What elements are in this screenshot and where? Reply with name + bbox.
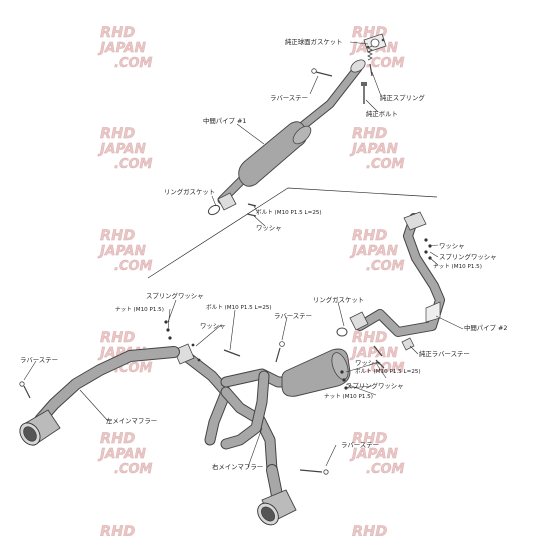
label-nut-center: ナット (M10 P1.5) <box>324 393 373 400</box>
flange <box>403 211 427 231</box>
label-mid-pipe-2: 中間パイプ #2 <box>464 323 507 332</box>
watermark-line3: .COM <box>114 56 153 71</box>
bolt <box>246 203 257 217</box>
watermark-line1: RHD <box>100 228 135 244</box>
watermark-line3: .COM <box>114 462 153 477</box>
rubber-stay <box>19 381 31 399</box>
bolt <box>223 349 241 357</box>
rubber-stay <box>311 68 333 77</box>
label-rubber-stay-left: ラバーステー <box>20 356 58 364</box>
label-spring-washer-left: スプリングワッシャ <box>146 291 204 300</box>
ring-gasket <box>336 327 348 337</box>
left-tail-tip <box>19 409 61 446</box>
center-section <box>164 320 385 476</box>
mid-pipe-1-muffler <box>238 121 312 187</box>
watermark-line3: .COM <box>366 361 405 376</box>
watermark-line3: .COM <box>366 462 405 477</box>
watermark-line2: JAPAN <box>349 345 399 361</box>
watermark: RHD JAPAN .COM <box>97 126 153 172</box>
watermark-line2: JAPAN <box>97 446 147 462</box>
label-bolt-mid: ボルト (M10 P1.5 L=25) <box>206 303 272 311</box>
watermark-line3: .COM <box>366 56 405 71</box>
label-rubber-stay-mid: ラバーステー <box>274 312 312 320</box>
watermark-line1: RHD <box>100 25 135 41</box>
oem-spring <box>367 45 373 77</box>
watermark: RHD JAPAN .COM <box>97 228 153 274</box>
label-nut-left: ナット (M10 P1.5) <box>115 306 164 313</box>
label-oem-rubber-stay: 純正ラバーステー <box>419 349 470 358</box>
rubber-stay <box>299 469 329 475</box>
label-mid-pipe-1: 中間パイプ #1 <box>203 116 246 125</box>
detail-callout-lines <box>147 187 438 279</box>
watermark-group: RHD JAPAN .COM RHD JAPAN .COM RHD JAPAN … <box>97 25 405 536</box>
label-right-main-muffler: 右メインマフラー <box>212 462 263 471</box>
label-washer-right: ワッシャ <box>439 242 465 250</box>
label-bolt-top: ボルト (M10 P1.5 L=25) <box>256 208 322 216</box>
watermark-line1: RHD <box>352 126 387 142</box>
label-rubber-stay-bottom: ラバーステー <box>341 441 379 449</box>
nut <box>340 370 348 390</box>
watermark-line3: .COM <box>114 157 153 172</box>
flange <box>217 192 237 211</box>
ring-gasket <box>207 204 221 216</box>
watermark-line1: RHD <box>352 431 387 447</box>
left-main-muffler <box>19 346 180 446</box>
label-bolt-center: ボルト (M10 P1.5 L=25) <box>355 367 421 375</box>
watermark-line3: .COM <box>366 259 405 274</box>
watermark-line2: JAPAN <box>349 243 399 259</box>
watermark-line1: RHD <box>352 330 387 346</box>
label-spring-washer-center: スプリングワッシャ <box>346 381 404 390</box>
watermark-line1: RHD <box>100 524 135 536</box>
watermark: RHD JAPAN .COM <box>349 431 405 477</box>
label-spring-washer-right: スプリングワッシャ <box>439 252 497 261</box>
rubber-stay <box>275 341 285 363</box>
watermark-line3: .COM <box>366 157 405 172</box>
watermark-line1: RHD <box>100 126 135 142</box>
label-oem-spring: 純正スプリング <box>380 93 425 102</box>
nut <box>424 238 432 260</box>
watermark: RHD JAPAN .COM <box>97 25 153 71</box>
flange <box>349 311 369 331</box>
label-left-main-muffler: 左メインマフラー <box>106 416 157 425</box>
watermark: RHD <box>100 524 136 536</box>
watermark-line3: .COM <box>114 259 153 274</box>
watermark: RHD JAPAN .COM <box>349 126 405 172</box>
watermark: RHD <box>352 524 388 536</box>
label-oem-flange-gasket: 純正球面ガスケット <box>285 37 343 46</box>
right-main-muffler <box>257 464 329 526</box>
labels: 純正球面ガスケット ラバーステー 純正スプリング 純正ボルト 中間パイプ #1 … <box>20 37 507 471</box>
bolt <box>373 345 385 369</box>
center-muffler <box>281 348 351 397</box>
watermark: RHD JAPAN .COM <box>349 330 405 376</box>
label-nut-right: ナット (M10 P1.5) <box>433 263 482 270</box>
oem-bolt <box>361 82 367 104</box>
watermark-line1: RHD <box>352 228 387 244</box>
label-washer-center: ワッシャ <box>355 359 381 367</box>
label-ring-gasket-top: リングガスケット <box>164 187 215 196</box>
watermark-line2: JAPAN <box>97 141 147 157</box>
watermark-line2: JAPAN <box>349 446 399 462</box>
leader-lines <box>23 41 464 468</box>
mid-pipe-1-assembly <box>207 33 387 217</box>
watermark-line1: RHD <box>100 330 135 346</box>
label-ring-gasket-mid: リングガスケット <box>313 295 364 304</box>
label-washer-mid: ワッシャ <box>200 322 226 330</box>
watermark-line2: JAPAN <box>97 243 147 259</box>
right-tail-tip <box>257 489 297 526</box>
watermark-line2: JAPAN <box>349 141 399 157</box>
watermark-line2: JAPAN <box>97 40 147 56</box>
label-oem-bolt: 純正ボルト <box>366 109 398 118</box>
watermark-line1: RHD <box>352 524 387 536</box>
label-washer-top: ワッシャ <box>256 224 282 232</box>
mid-pipe-2-assembly <box>336 211 445 351</box>
watermark: RHD JAPAN .COM <box>97 431 153 477</box>
watermark-line1: RHD <box>100 431 135 447</box>
label-rubber-stay-top: ラバーステー <box>270 94 308 102</box>
watermark: RHD JAPAN .COM <box>349 228 405 274</box>
